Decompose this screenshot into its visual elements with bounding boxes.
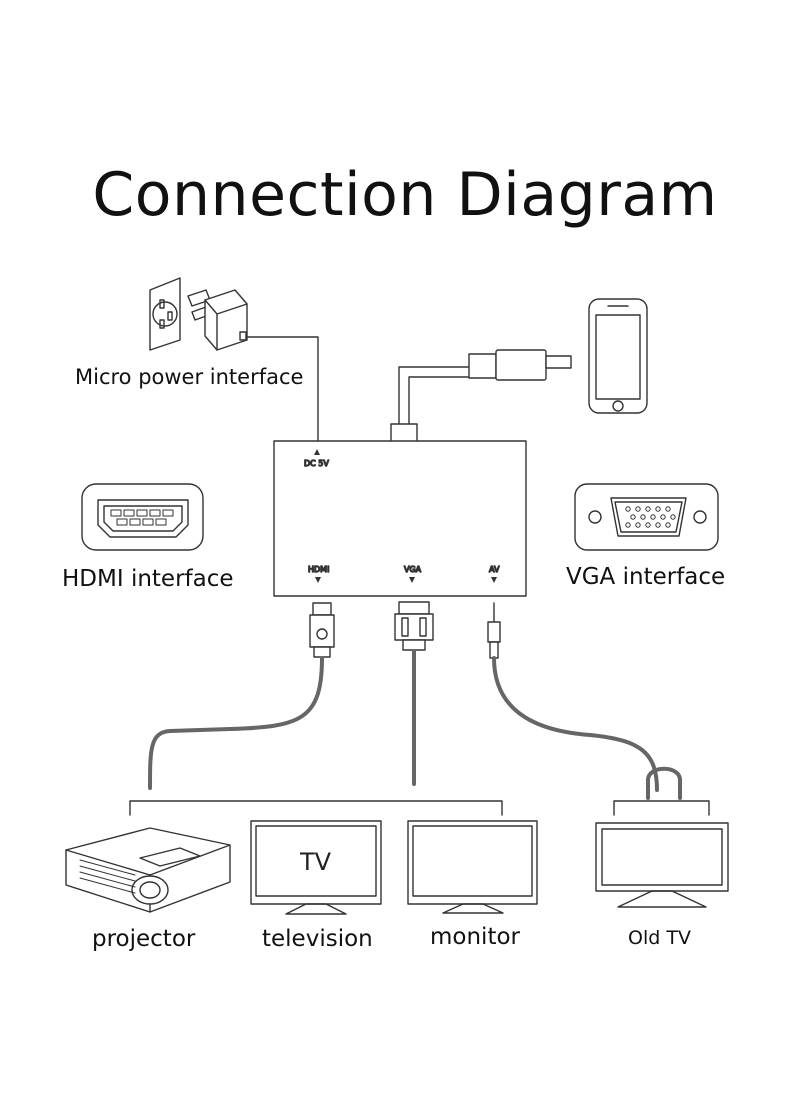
old-tv-label: Old TV [628, 927, 691, 949]
power-adapter-icon [149, 277, 248, 351]
vga-port-icon [574, 483, 719, 551]
vga-plug-icon [394, 601, 434, 651]
projector-label: projector [92, 926, 196, 952]
old-tv-icon [595, 822, 729, 908]
hdmi-interface-label: HDMI interface [62, 566, 234, 592]
adapter-box: DC 5V HDMI VGA AV [273, 440, 527, 597]
vga-interface-label: VGA interface [566, 564, 726, 590]
display-cables [148, 649, 682, 800]
lightning-cable [390, 349, 572, 443]
power-cable [247, 336, 319, 441]
page-title: Connection Diagram [92, 160, 718, 230]
tv-screen-text: TV [299, 848, 332, 876]
oldtv-bracket [613, 800, 710, 816]
hdmi-plug-icon [309, 602, 335, 658]
av-port-label: AV [489, 565, 500, 574]
hdmi-port-icon [81, 483, 204, 551]
dc-port-label: DC 5V [304, 459, 329, 468]
display-bracket [129, 800, 503, 816]
micro-power-label: Micro power interface [75, 365, 304, 389]
hdmi-port-label: HDMI [308, 565, 329, 574]
phone-icon [588, 298, 648, 414]
av-plug-icon [487, 602, 501, 659]
monitor-icon [407, 820, 538, 914]
television-icon: TV [250, 820, 382, 915]
projector-icon [65, 827, 231, 913]
vga-port-label: VGA [404, 565, 422, 574]
monitor-label: monitor [430, 924, 520, 950]
television-label: television [262, 926, 373, 952]
